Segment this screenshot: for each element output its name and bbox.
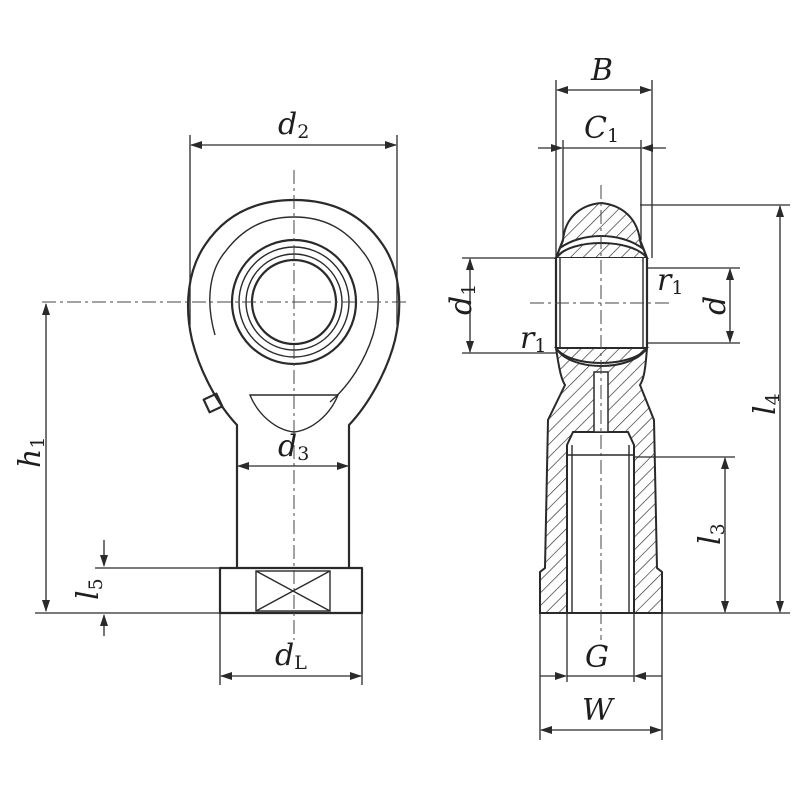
section-housing-top (557, 201, 644, 251)
label-r1-bottom: r1 (520, 321, 546, 357)
section-ball-top (554, 242, 650, 259)
label-d: d (698, 296, 733, 315)
label-B: B (590, 53, 613, 88)
label-l4: l4 (748, 393, 784, 415)
label-h1: h1 (13, 437, 49, 468)
front-view: d2 d3 h1 l5 dL (13, 107, 410, 685)
section-drill-channel (593, 371, 609, 433)
front-eye-inner-contour (209, 216, 379, 403)
front-hex-base (218, 566, 364, 615)
label-d2: d2 (278, 107, 309, 143)
wrench-flat (255, 570, 331, 612)
grease-nipple (202, 392, 224, 414)
label-l3: l3 (693, 523, 729, 545)
label-l5: l5 (71, 578, 107, 600)
label-d1: d1 (444, 284, 480, 315)
label-W: W (582, 693, 615, 728)
label-r1-top: r1 (657, 263, 683, 299)
wrench-flat-cross-2 (255, 570, 331, 612)
label-G: G (585, 640, 609, 675)
label-C1: C1 (584, 111, 619, 147)
section-view: B C1 d1 d r1 r1 l4 l3 (444, 53, 790, 740)
section-housing-top-walls (554, 239, 649, 259)
label-dL: dL (275, 638, 307, 674)
label-d3: d3 (278, 429, 309, 465)
